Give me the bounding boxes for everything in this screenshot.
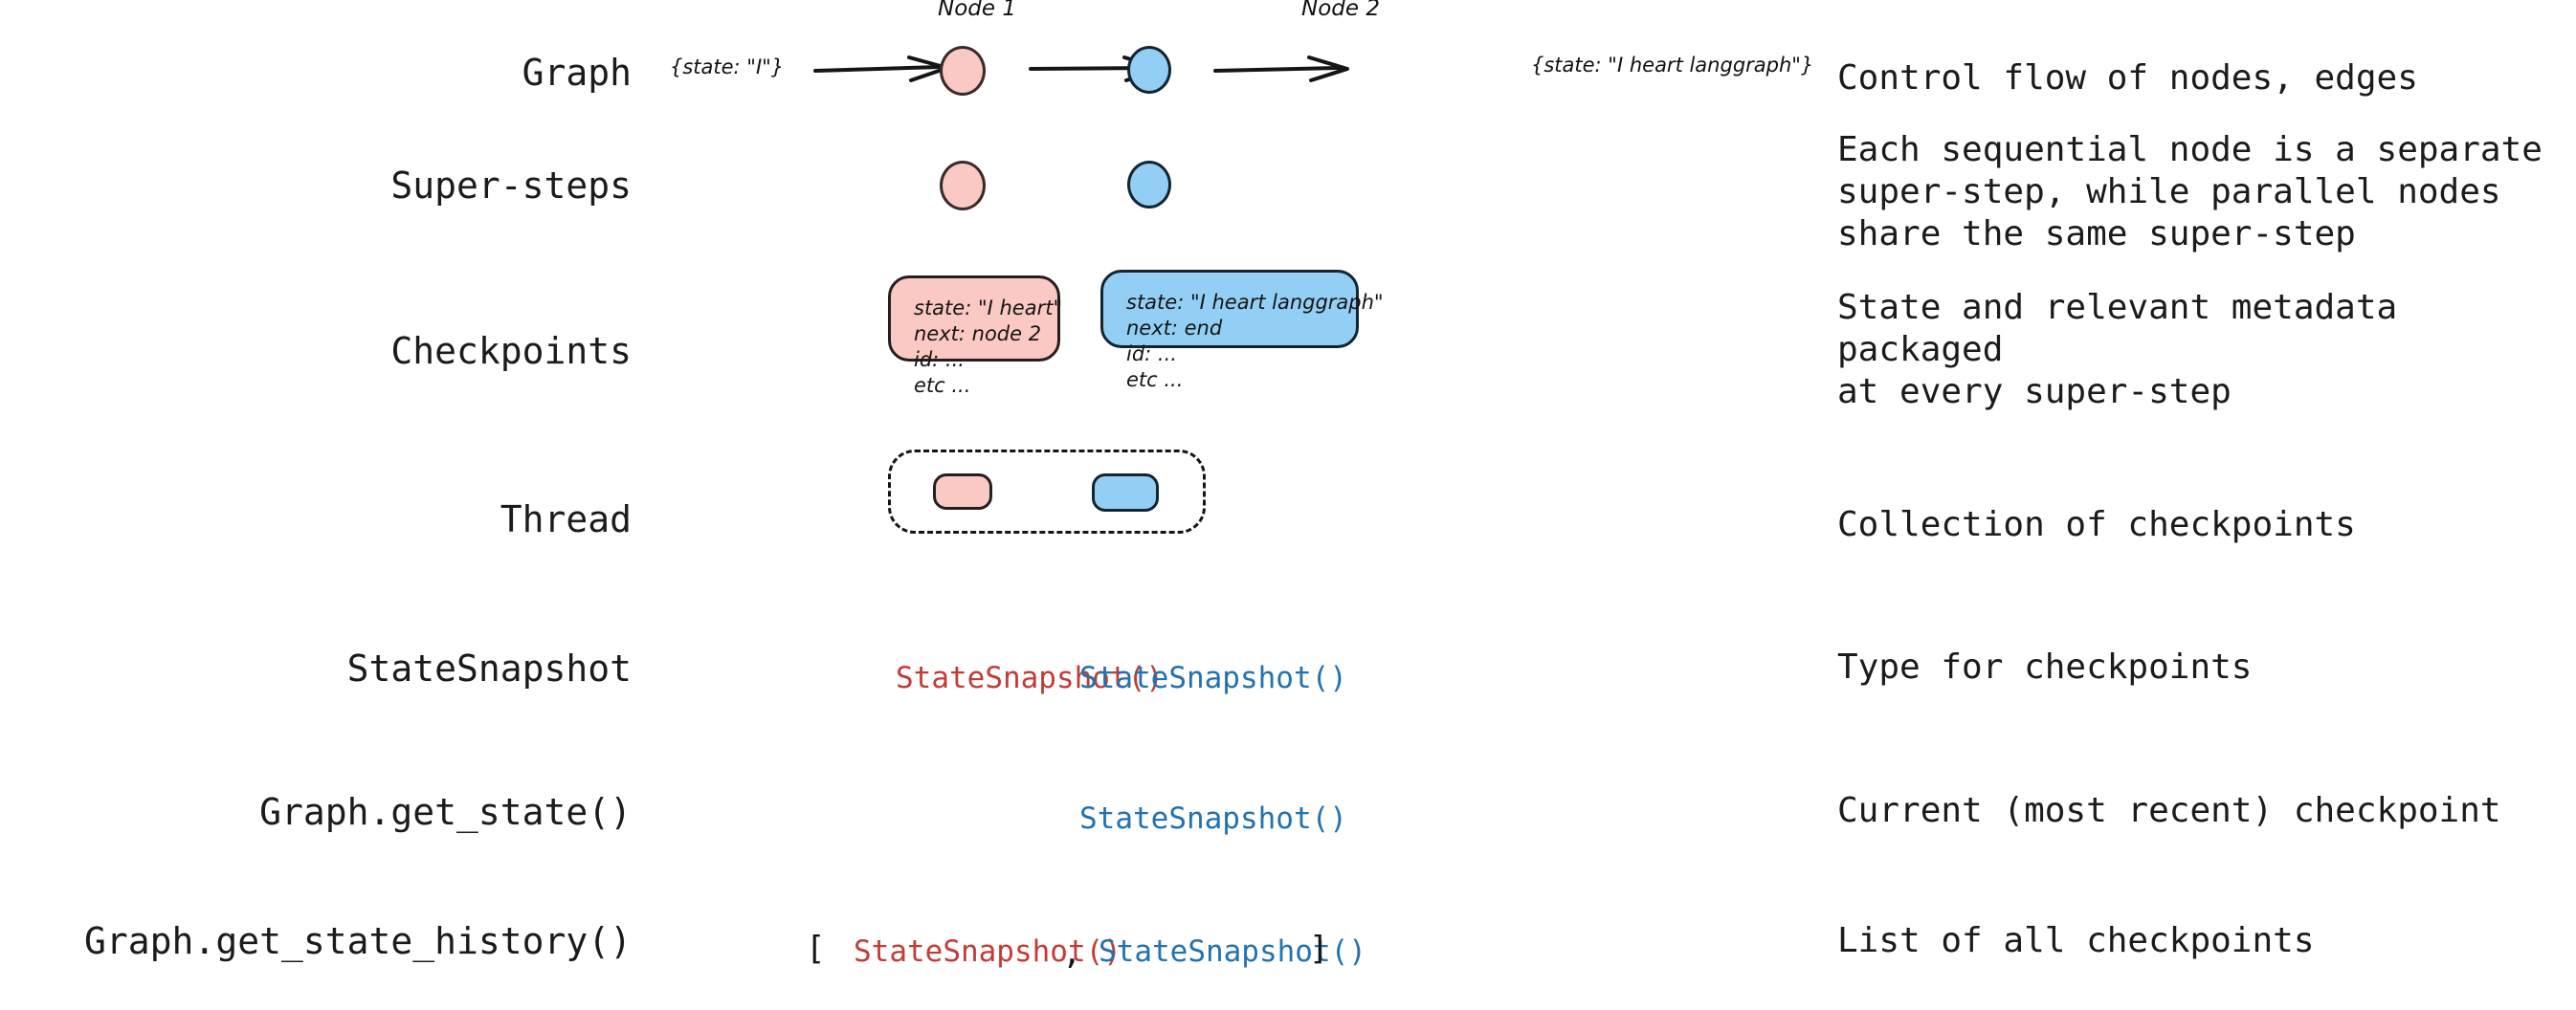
graph-node-1-circle: [940, 46, 986, 96]
checkpoint-card-pink: state: "I heart" next: node 2 id: ... et…: [888, 275, 1063, 397]
checkpoint-pink-line-2: next: node 2: [914, 322, 1042, 345]
node-2-label: Node 2: [1301, 0, 1380, 21]
checkpoint-blue-line-2: next: end: [1126, 317, 1223, 340]
row-label-graph-get-state-history: Graph.get_state_history(): [84, 920, 632, 962]
description-get-state-history: List of all checkpoints: [1837, 921, 2315, 960]
thread-checkpoint-blue: [1092, 473, 1159, 512]
checkpoint-blue-line-4: etc ...: [1126, 368, 1184, 391]
row-label-checkpoints: Checkpoints: [390, 330, 632, 372]
description-graph: Control flow of nodes, edges: [1837, 58, 2418, 98]
node-1-label: Node 1: [938, 0, 1016, 21]
graph-output-state-label: {state: "I heart langgraph"}: [1531, 54, 1814, 77]
row-label-graph: Graph: [522, 52, 632, 94]
description-column: Control flow of nodes, edges Each sequen…: [1837, 0, 2576, 1010]
thread-checkpoint-pink: [933, 473, 992, 510]
get-state-value: StateSnapshot(): [1079, 801, 1347, 836]
superstep-node-1-circle: [940, 161, 986, 210]
history-separator: ,: [1062, 933, 1082, 972]
checkpoint-blue-line-1: state: "I heart langgraph": [1126, 291, 1384, 314]
statesnapshot-pink-value: StateSnapshot(): [896, 661, 1164, 695]
history-first-value: StateSnapshot(): [854, 934, 1121, 969]
superstep-node-2-circle: [1127, 161, 1171, 209]
graph-arrow-3-icon: [1213, 55, 1349, 82]
statesnapshot-blue-value: StateSnapshot(): [1079, 661, 1347, 695]
row-label-graph-get-state: Graph.get_state(): [259, 791, 632, 833]
graph-node-2-circle: [1127, 46, 1171, 94]
thread-container: [888, 450, 1206, 534]
description-checkpoints: State and relevant metadata packaged at …: [1837, 288, 2398, 411]
checkpoint-pink-line-1: state: "I heart": [914, 296, 1063, 319]
description-thread: Collection of checkpoints: [1837, 505, 2356, 544]
history-second-value: StateSnapshot(): [1099, 934, 1366, 969]
row-label-statesnapshot: StateSnapshot: [346, 648, 632, 690]
description-super-steps: Each sequential node is a separate super…: [1837, 130, 2543, 253]
row-label-thread: Thread: [500, 498, 632, 540]
checkpoint-pink-line-4: etc ...: [914, 374, 971, 397]
checkpoint-card-blue: state: "I heart langgraph" next: end id:…: [1100, 270, 1384, 391]
checkpoint-blue-line-3: id: ...: [1126, 342, 1177, 365]
description-get-state: Current (most recent) checkpoint: [1837, 791, 2501, 830]
checkpoint-pink-line-3: id: ...: [914, 348, 965, 371]
history-close-bracket: ]: [1309, 930, 1329, 968]
graph-input-state-label: {state: "I"}: [670, 55, 785, 78]
history-open-bracket: [: [806, 930, 826, 968]
row-label-column: Graph Super-steps Checkpoints Thread Sta…: [0, 0, 632, 1010]
description-statesnapshot: Type for checkpoints: [1837, 648, 2253, 687]
row-label-super-steps: Super-steps: [390, 165, 632, 207]
diagram-canvas: {state: "I"} Node 1 Node 2 {state: "I he…: [632, 0, 1837, 1010]
